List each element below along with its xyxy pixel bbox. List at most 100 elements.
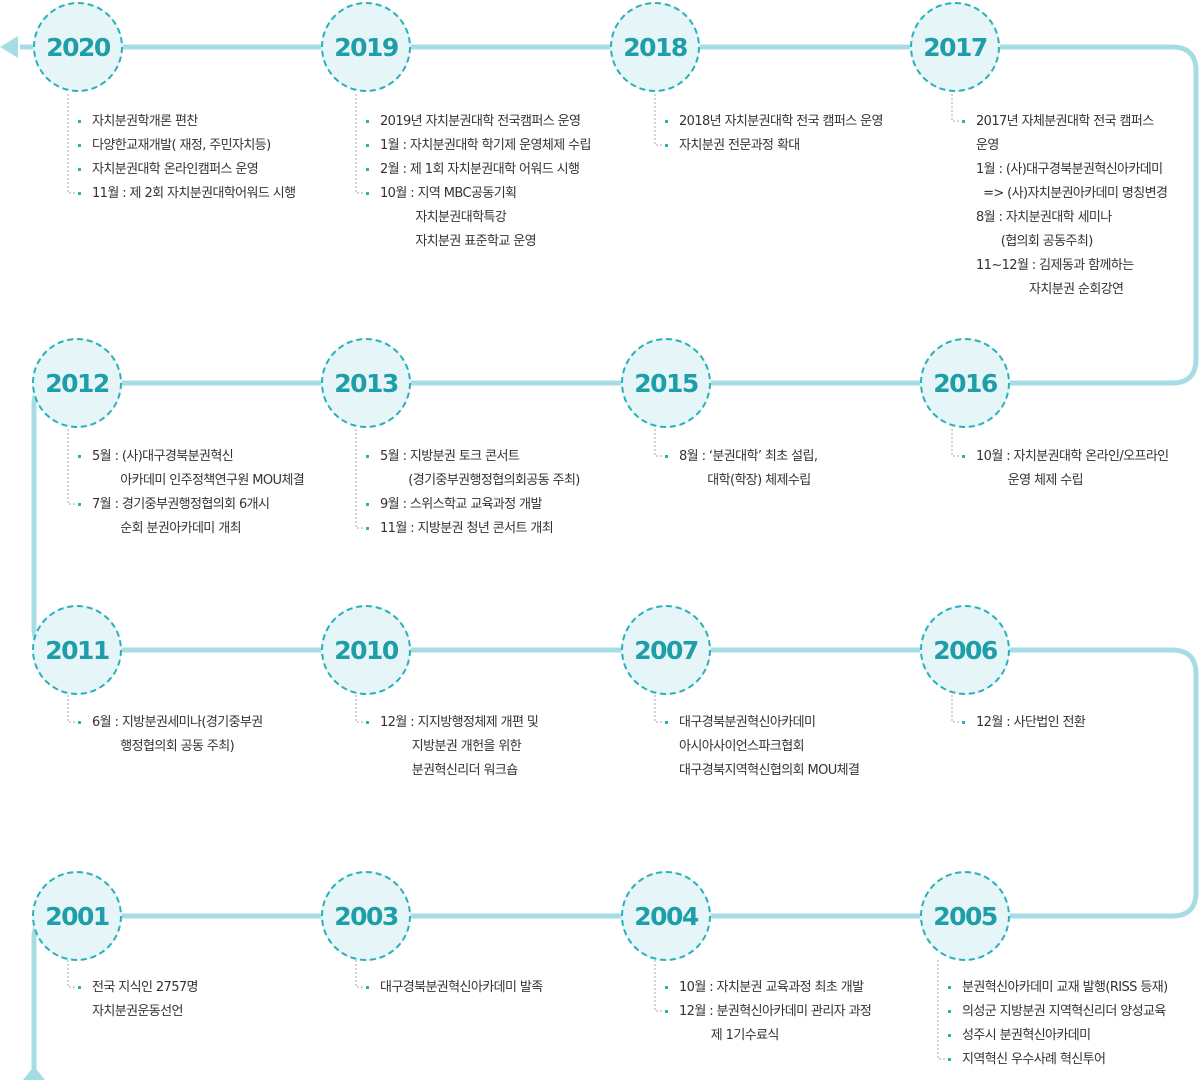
connector-line	[654, 695, 663, 723]
event-item-continued: => (사)자치분권아카데미 명칭변경	[976, 186, 1168, 201]
year-node-2019: 2019	[321, 2, 411, 92]
year-label: 2007	[634, 635, 699, 665]
event-item: 11월 : 지방분권 청년 콘서트 개최	[366, 517, 580, 541]
events-2012: 5월 : (사)대구경북분권혁신 아카데미 인주정책연구원 MOU체결 7월 :…	[78, 445, 305, 541]
year-node-2010: 2010	[321, 605, 411, 695]
event-item: 전국 지식인 2757명	[78, 976, 199, 1000]
event-item: 10월 : 지역 MBC공동기획	[366, 182, 591, 206]
connector-lines	[67, 94, 960, 1060]
event-item: 8월 : ‘분권대학’ 최초 설립,	[665, 445, 818, 469]
left-arrow-icon	[0, 36, 18, 58]
year-label: 2010	[334, 635, 399, 665]
event-item: 10월 : 자치분권 교육과정 최초 개발	[665, 976, 871, 1000]
event-item: 1월 : 자치분권대학 학기제 운영체제 수립	[366, 134, 591, 158]
event-item-continued: 분권혁신리더 워크숍	[380, 763, 518, 778]
connector-line	[355, 695, 364, 723]
year-label: 2006	[933, 635, 998, 665]
event-item-continued: 자치분권 표준학교 운영	[380, 234, 536, 249]
event-item-continued: 자치분권 순회강연	[976, 282, 1124, 297]
year-label: 2005	[933, 901, 998, 931]
year-node-2001: 2001	[32, 871, 122, 961]
year-node-2020: 2020	[33, 2, 123, 92]
year-node-2011: 2011	[32, 605, 122, 695]
event-item-continued: 대학(학장) 체제수립	[679, 473, 811, 488]
event-item: 자치분권학개론 편찬	[78, 110, 296, 134]
connector-line	[951, 695, 960, 723]
year-label: 2011	[45, 635, 110, 665]
connector-line	[654, 960, 663, 1012]
event-item: 다양한교재개발( 재정, 주민자치등)	[78, 134, 296, 158]
connector-line	[355, 960, 364, 988]
events-2015: 8월 : ‘분권대학’ 최초 설립, 대학(학장) 체제수립	[665, 445, 818, 493]
event-item: 2월 : 제 1회 자치분권대학 어워드 시행	[366, 158, 591, 182]
event-item: 대구경북분권혁신아카데미 발족	[366, 976, 543, 1000]
events-2016: 10월 : 자치분권대학 온라인/오프라인 운영 체제 수립	[962, 445, 1169, 493]
event-item: 12월 : 분권혁신아카데미 관리자 과정	[665, 1000, 872, 1024]
year-node-2018: 2018	[610, 2, 700, 92]
year-node-2012: 2012	[32, 338, 122, 428]
year-label: 2012	[45, 368, 110, 398]
year-label: 2020	[46, 32, 111, 62]
event-item: 11월 : 제 2회 자치분권대학어워드 시행	[78, 182, 296, 206]
connector-line	[67, 94, 76, 194]
year-label: 2003	[334, 901, 399, 931]
year-label: 2016	[933, 368, 998, 398]
event-item: 성주시 분권혁신아카데미	[948, 1024, 1168, 1048]
events-2017: 2017년 자체분권대학 전국 캠퍼스 운영 1월 : (사)대구경북분권혁신아…	[962, 110, 1168, 302]
events-2007: 대구경북분권혁신아카데미 아시아사이언스파크협회 대구경북지역혁신협의회 MOU…	[665, 711, 860, 783]
event-item: 5월 : (사)대구경북분권혁신	[78, 445, 304, 469]
event-item-continued: 1월 : (사)대구경북분권혁신아카데미	[976, 162, 1163, 177]
year-node-2005: 2005	[920, 871, 1010, 961]
connector-line	[67, 960, 76, 988]
year-node-2017: 2017	[910, 2, 1000, 92]
event-item: 2017년 자체분권대학 전국 캠퍼스	[962, 110, 1167, 134]
event-item-continued: 아카데미 인주정책연구원 MOU체결	[92, 473, 305, 488]
event-item: 12월 : 지지방행정체제 개편 및	[366, 711, 539, 735]
event-item: 자치분권대학 온라인캠퍼스 운영	[78, 158, 296, 182]
connector-line	[654, 429, 663, 457]
event-item-continued: 지방분권 개헌을 위한	[380, 739, 522, 754]
connector-line	[355, 94, 364, 194]
year-label: 2019	[334, 32, 399, 62]
events-2001: 전국 지식인 2757명 자치분권운동선언	[78, 976, 199, 1024]
event-item: 자치분권 전문과정 확대	[665, 134, 883, 158]
event-item-continued: 자치분권대학특강	[380, 210, 507, 225]
up-arrow-icon	[23, 1066, 45, 1080]
year-node-2007: 2007	[621, 605, 711, 695]
event-item-continued: 제 1기수료식	[679, 1028, 780, 1043]
year-node-2004: 2004	[621, 871, 711, 961]
event-item: 6월 : 지방분권세미나(경기중부권	[78, 711, 263, 735]
event-item: 12월 : 사단법인 전환	[962, 711, 1086, 735]
event-item-continued: 아시아사이언스파크협회	[679, 739, 805, 754]
year-node-2006: 2006	[920, 605, 1010, 695]
event-item: 7월 : 경기중부권행정협의회 6개시	[78, 493, 304, 517]
event-item: 분권혁신아카데미 교재 발행(RISS 등재)	[948, 976, 1168, 1000]
event-item-continued: 행정협의회 공동 주최)	[92, 739, 235, 754]
event-item: 2019년 자치분권대학 전국캠퍼스 운영	[366, 110, 591, 134]
event-item-continued: 대구경북지역혁신협의회 MOU체결	[679, 763, 860, 778]
event-item: 9월 : 스위스학교 교육과정 개발	[366, 493, 580, 517]
event-item-continued: 8월 : 자치분권대학 세미나	[976, 210, 1112, 225]
year-label: 2015	[634, 368, 699, 398]
events-2006: 12월 : 사단법인 전환	[962, 711, 1086, 735]
event-item-continued: 운영 체제 수립	[976, 473, 1084, 488]
connector-line	[67, 429, 76, 505]
connector-line	[355, 429, 364, 529]
event-item: 의성군 지방분권 지역혁신리더 양성교육	[948, 1000, 1168, 1024]
event-item-continued: 순회 분권아카데미 개최	[92, 521, 241, 536]
event-item-continued: 자치분권운동선언	[92, 1004, 183, 1019]
year-node-2013: 2013	[321, 338, 411, 428]
connector-line	[937, 960, 946, 1060]
events-2011: 6월 : 지방분권세미나(경기중부권 행정협의회 공동 주최)	[78, 711, 263, 759]
year-node-2015: 2015	[621, 338, 711, 428]
year-node-2016: 2016	[920, 338, 1010, 428]
year-label: 2017	[923, 32, 988, 62]
event-item: 지역혁신 우수사례 혁신투어	[948, 1048, 1168, 1072]
event-item: 10월 : 자치분권대학 온라인/오프라인	[962, 445, 1169, 469]
event-item-continued: (경기중부권행정협의회공동 주최)	[380, 473, 580, 488]
events-2004: 10월 : 자치분권 교육과정 최초 개발 12월 : 분권혁신아카데미 관리자…	[665, 976, 872, 1048]
event-item-continued: 11~12월 : 김제동과 함께하는	[976, 258, 1134, 273]
events-2003: 대구경북분권혁신아카데미 발족	[366, 976, 543, 1000]
year-node-2003: 2003	[321, 871, 411, 961]
event-item-continued: (협의회 공동주최)	[976, 234, 1094, 249]
